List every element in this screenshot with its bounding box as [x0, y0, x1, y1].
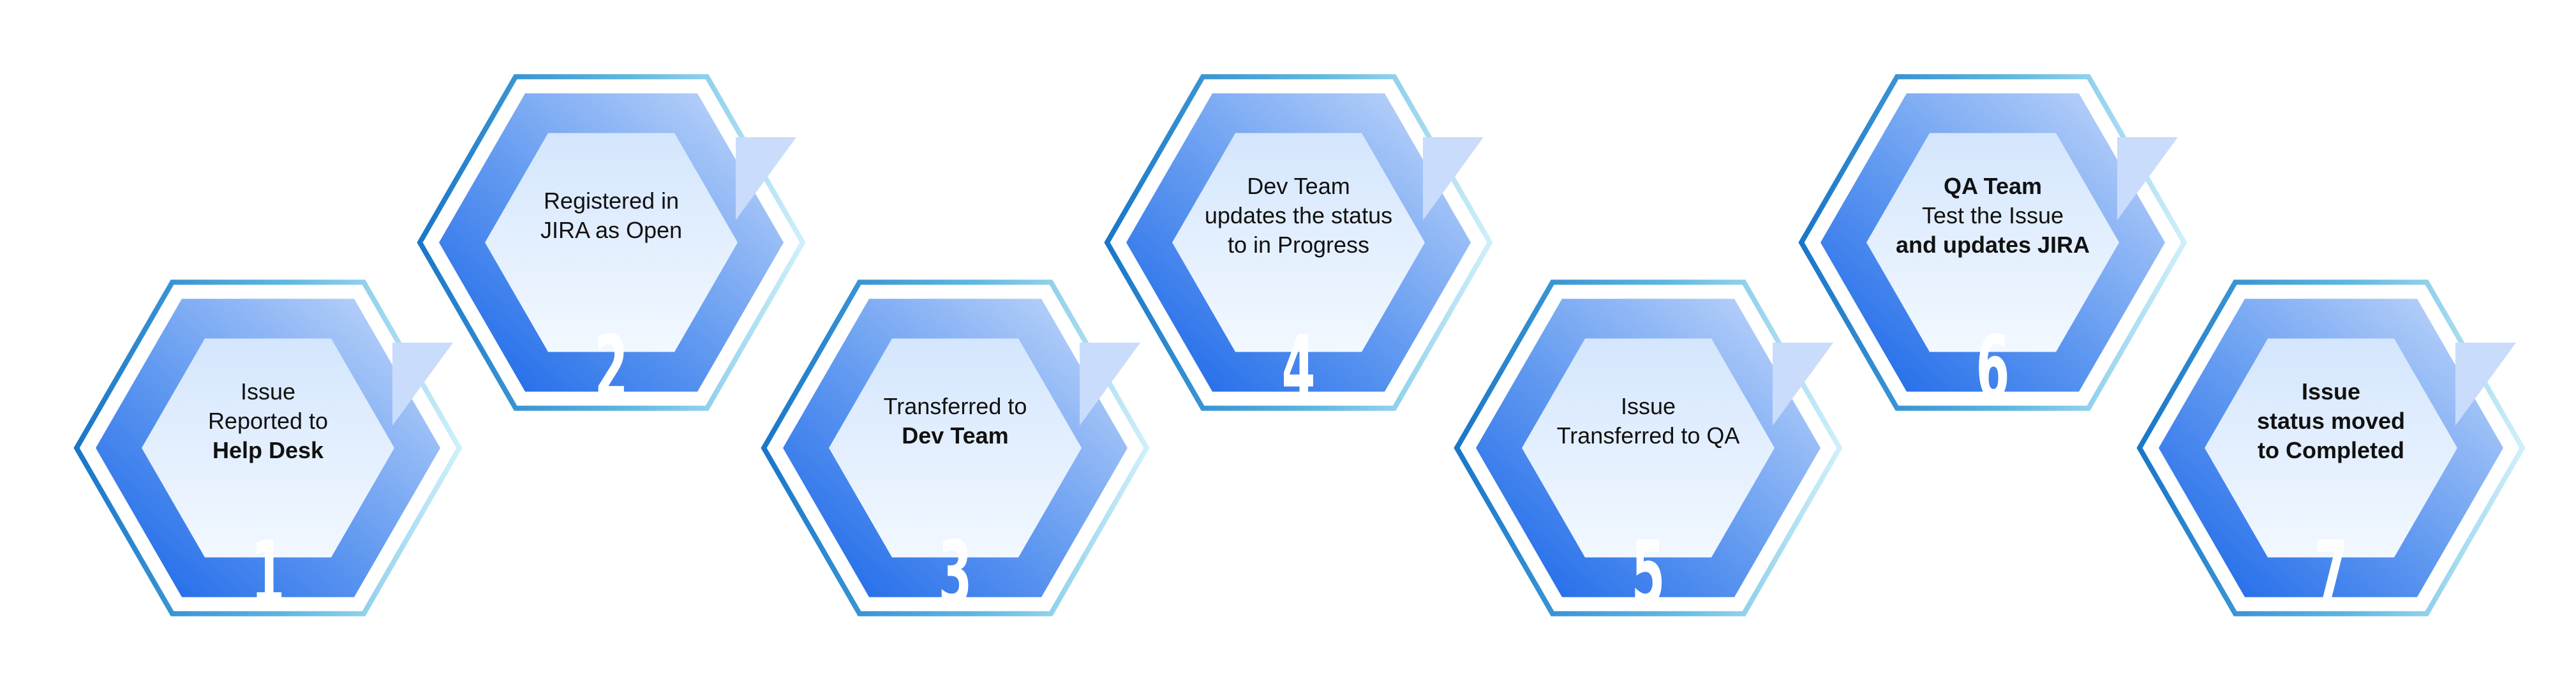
- step-2: Registered in JIRA as Open 2: [417, 74, 806, 420]
- step-3: Transferred to Dev Team 3: [761, 279, 1150, 625]
- step-label-line: to Completed: [2258, 437, 2404, 463]
- hexagon-tab: [1423, 137, 1484, 220]
- step-label-line: to in Progress: [1228, 232, 1369, 258]
- hexagon-core: [2205, 338, 2457, 558]
- step-label-line: status moved: [2257, 408, 2405, 434]
- step-label-line: Registered in: [544, 188, 679, 214]
- hexagon-tab: [1773, 343, 1833, 426]
- step-label: Registered in JIRA as Open: [540, 188, 682, 243]
- step-number: 3: [939, 523, 972, 625]
- hexagon-core: [829, 338, 1082, 558]
- step-label-line: QA Team: [1944, 173, 2042, 199]
- hexagon-tab: [2455, 343, 2516, 426]
- hexagon-core: [142, 338, 394, 558]
- hexagon-outer-border: [1104, 74, 1493, 411]
- step-4: Dev Team updates the status to in Progress…: [1104, 74, 1493, 420]
- step-7: Issue status moved to Completed 7: [2136, 279, 2526, 625]
- hexagon-tab: [2117, 137, 2178, 220]
- step-number: 2: [595, 318, 629, 420]
- step-label-line: and updates JIRA: [1896, 232, 2090, 258]
- hexagon-tab: [1080, 343, 1140, 426]
- step-label-line: updates the status: [1205, 202, 1392, 228]
- step-label-line: Test the Issue: [1922, 202, 2064, 228]
- step-label: Transferred to Dev Team: [884, 393, 1027, 449]
- step-label-line: Issue: [2302, 378, 2360, 405]
- hexagon-tab: [736, 137, 796, 220]
- hexagon-outer-border: [1454, 279, 1843, 616]
- hexagon-core: [1522, 338, 1775, 558]
- hexagon-outer-border: [417, 74, 806, 411]
- step-label-line: Transferred to: [884, 393, 1027, 419]
- step-label-line: Help Desk: [212, 437, 324, 463]
- step-label-line: Dev Team: [902, 422, 1008, 449]
- step-label-line: Transferred to QA: [1557, 422, 1740, 449]
- hexagon-outer-border: [2136, 279, 2526, 616]
- hexagon-core: [1172, 133, 1425, 352]
- step-number: 5: [1632, 523, 1665, 625]
- step-number: 4: [1282, 318, 1316, 420]
- step-number: 6: [1976, 318, 2010, 420]
- step-label-line: Issue: [241, 378, 295, 405]
- step-label-line: Dev Team: [1247, 173, 1350, 199]
- hexagon-outer-border: [761, 279, 1150, 616]
- hexagon-core: [485, 133, 738, 352]
- step-number: 1: [251, 523, 285, 625]
- step-label-line: JIRA as Open: [540, 217, 682, 243]
- hexagon-outer-border: [1798, 74, 2187, 411]
- hexagon-outer-border: [73, 279, 463, 616]
- step-number: 7: [2314, 523, 2348, 625]
- step-label-line: Reported to: [208, 408, 328, 434]
- step-label: Issue status moved to Completed: [2257, 378, 2405, 463]
- step-label: Dev Team updates the status to in Progress: [1205, 173, 1392, 258]
- hexagon-core: [1866, 133, 2119, 352]
- step-label-line: Issue: [1621, 393, 1676, 419]
- hexagon-tab: [392, 343, 453, 426]
